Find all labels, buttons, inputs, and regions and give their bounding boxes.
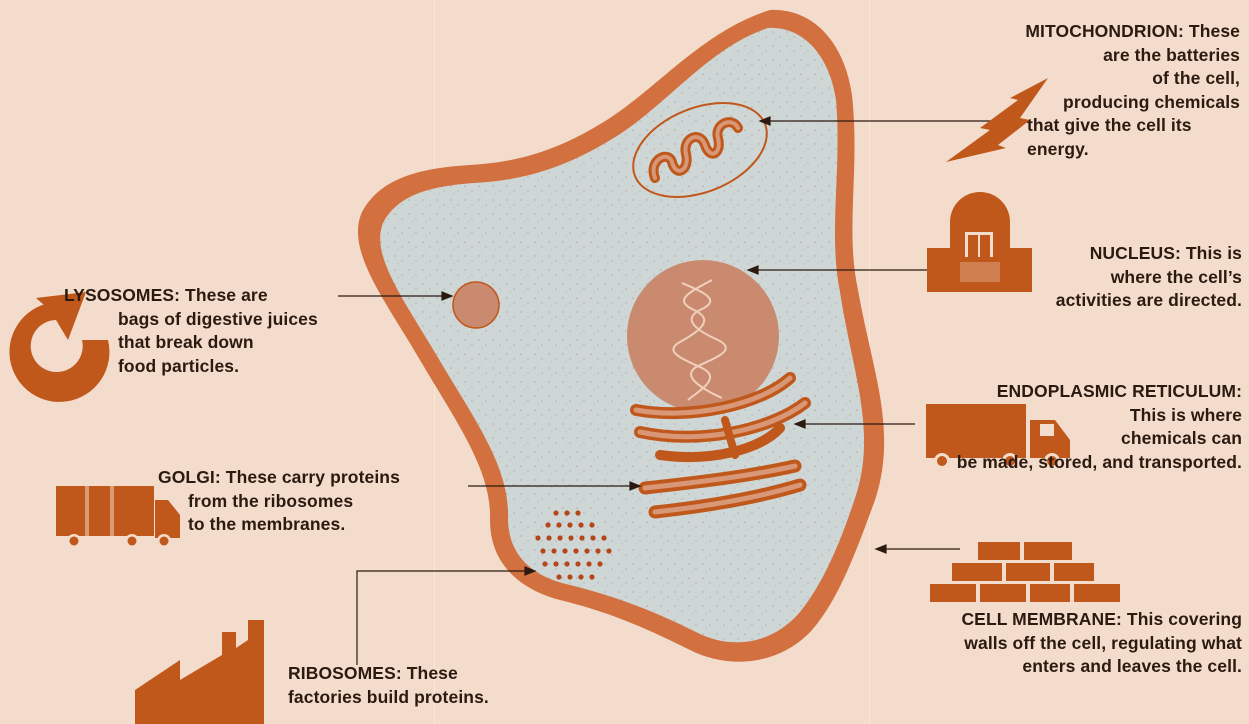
ribosome-dot	[601, 535, 606, 540]
ribosome-dot	[556, 574, 561, 579]
ribosome-dot	[567, 522, 572, 527]
ribosome-dot	[553, 510, 558, 515]
golgi-line-3: to the membranes.	[158, 513, 400, 537]
lysosomes-line-2: bags of digestive juices	[64, 308, 318, 332]
ribosome-dot	[551, 548, 556, 553]
label-golgi: GOLGI: These carry proteins from the rib…	[158, 466, 400, 537]
golgi-line-2: from the ribosomes	[158, 490, 400, 514]
ribosome-dot	[606, 548, 611, 553]
ribosome-dot	[564, 510, 569, 515]
mitochondrion-line-6: energy.	[930, 138, 1240, 162]
ribosome-dot	[542, 561, 547, 566]
ribosome-dot	[546, 535, 551, 540]
mitochondrion-line-2: are the batteries	[930, 44, 1240, 68]
ribosome-dot	[575, 510, 580, 515]
ribosome-dot	[540, 548, 545, 553]
mitochondrion-line-3: of the cell,	[930, 67, 1240, 91]
ribosome-dot	[597, 561, 602, 566]
lysosome	[453, 282, 499, 328]
mitochondrion-line-1: These	[1189, 21, 1240, 41]
nucleus-line-3: activities are directed.	[980, 289, 1242, 313]
ribosome-dot	[545, 522, 550, 527]
ribosome-dot	[586, 561, 591, 566]
er-line-3: chemicals can	[880, 427, 1242, 451]
ribosomes-line-1: RIBOSOMES: These	[288, 662, 489, 686]
ribosome-dot	[556, 522, 561, 527]
nucleus	[627, 260, 779, 412]
ribosome-dot	[578, 574, 583, 579]
label-lysosomes: LYSOSOMES: These are bags of digestive j…	[64, 284, 318, 378]
er-line-4: be made, stored, and transported.	[880, 451, 1242, 475]
membrane-line-2: walls off the cell, regulating what	[870, 632, 1242, 656]
label-endoplasmic-reticulum: ENDOPLASMIC RETICULUM: This is where che…	[880, 380, 1242, 474]
ribosome-dot	[595, 548, 600, 553]
ribosome-dot	[573, 548, 578, 553]
nucleus-line-1: NUCLEUS: This is	[980, 242, 1242, 266]
ribosome-dot	[584, 548, 589, 553]
ribosome-dot	[567, 574, 572, 579]
ribosome-dot	[589, 574, 594, 579]
ribosome-dot	[575, 561, 580, 566]
ribosomes-line-2: factories build proteins.	[288, 686, 489, 710]
label-ribosomes: RIBOSOMES: These factories build protein…	[288, 662, 489, 709]
lysosomes-line-1: LYSOSOMES: These are	[64, 284, 318, 308]
factory-icon	[135, 620, 264, 724]
lysosomes-line-4: food particles.	[64, 355, 318, 379]
membrane-line-3: enters and leaves the cell.	[870, 655, 1242, 679]
ribosome-dot	[590, 535, 595, 540]
er-line-1: ENDOPLASMIC RETICULUM:	[880, 380, 1242, 404]
ribosome-dot	[564, 561, 569, 566]
mitochondrion-line-5: that give the cell its	[930, 114, 1240, 138]
ribosome-dot	[579, 535, 584, 540]
lysosomes-line-3: that break down	[64, 331, 318, 355]
mitochondrion-line-4: producing chemicals	[930, 91, 1240, 115]
cell-body	[358, 10, 884, 662]
label-mitochondrion: MITOCHONDRION: These are the batteries o…	[930, 20, 1240, 161]
golgi-line-1: GOLGI: These carry proteins	[158, 466, 400, 490]
membrane-line-1: CELL MEMBRANE: This covering	[870, 608, 1242, 632]
ribosome-dot	[535, 535, 540, 540]
mitochondrion-title: MITOCHONDRION:	[1025, 21, 1184, 41]
er-line-2: This is where	[880, 404, 1242, 428]
ribosome-dot	[589, 522, 594, 527]
ribosome-dot	[562, 548, 567, 553]
nucleus-line-2: where the cell’s	[980, 266, 1242, 290]
label-nucleus: NUCLEUS: This is where the cell’s activi…	[980, 242, 1242, 313]
brick-wall-icon	[930, 542, 1120, 602]
label-cell-membrane: CELL MEMBRANE: This covering walls off t…	[870, 608, 1242, 679]
ribosome-dot	[557, 535, 562, 540]
ribosome-dot	[568, 535, 573, 540]
ribosome-dot	[553, 561, 558, 566]
ribosome-dot	[578, 522, 583, 527]
